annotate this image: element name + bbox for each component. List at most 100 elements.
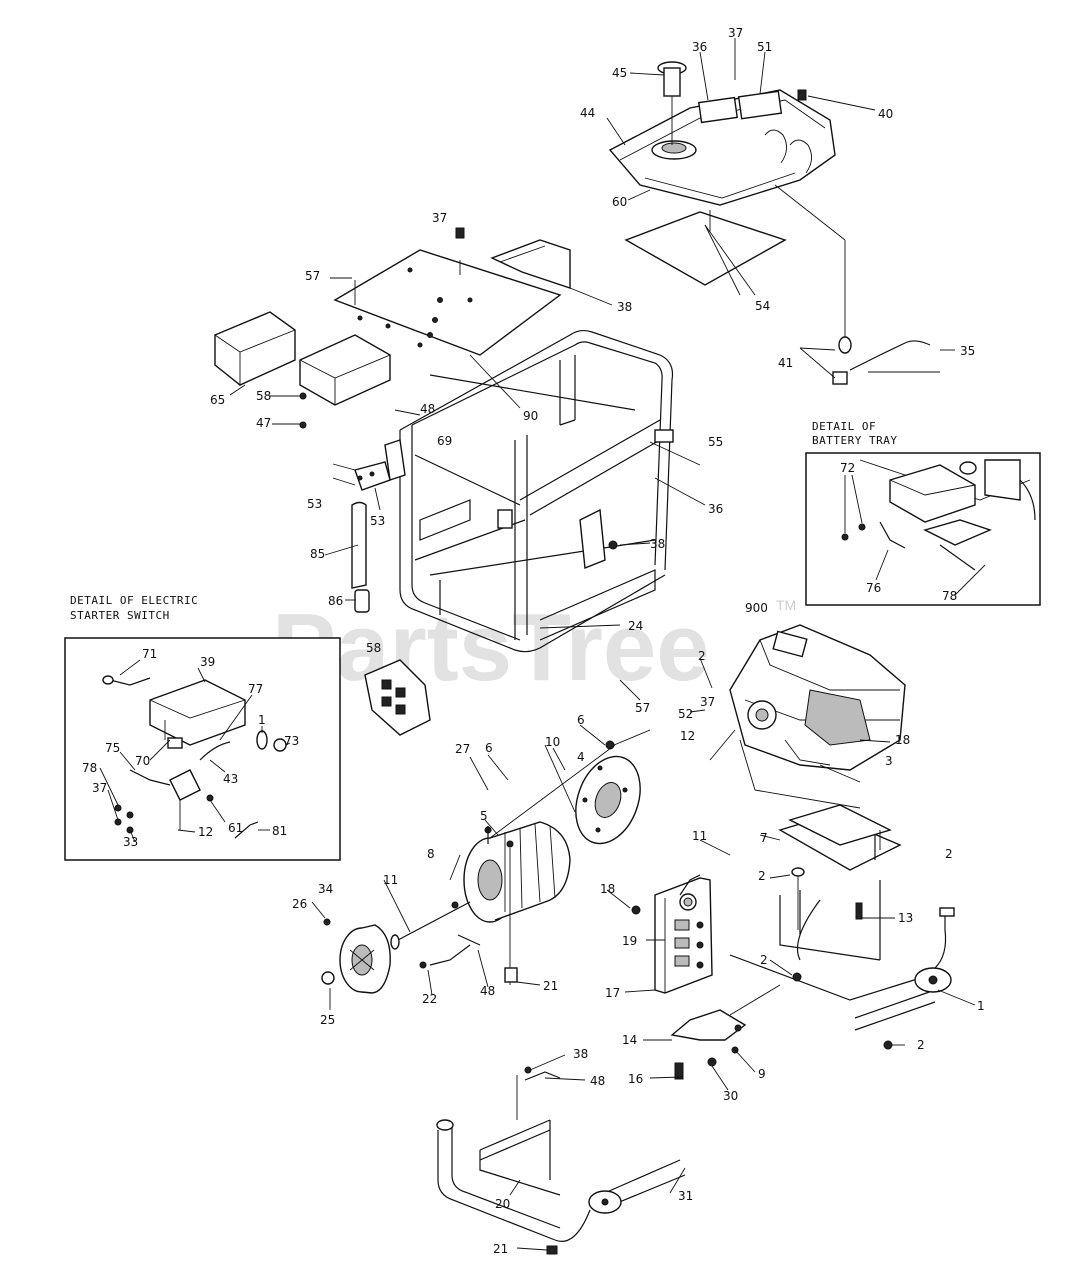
label-25[interactable]: 25 [320, 1013, 335, 1027]
main-frame[interactable] [399, 329, 674, 653]
label-51[interactable]: 51 [757, 40, 772, 54]
label-21[interactable]: 21 [543, 979, 558, 993]
support-leg-frame[interactable] [436, 1119, 686, 1242]
label-e70[interactable]: 70 [135, 754, 150, 768]
label-57-engine[interactable]: 57 [635, 701, 650, 715]
frame-bracket-left[interactable] [354, 439, 406, 491]
label-35[interactable]: 35 [960, 344, 975, 358]
label-e78[interactable]: 78 [82, 761, 97, 775]
label-14[interactable]: 14 [622, 1033, 637, 1047]
label-9[interactable]: 9 [758, 1067, 766, 1081]
label-20[interactable]: 20 [495, 1197, 510, 1211]
label-38-frame[interactable]: 38 [650, 537, 665, 551]
label-900[interactable]: 900 [745, 601, 768, 615]
label-5[interactable]: 5 [480, 809, 488, 823]
label-36[interactable]: 36 [692, 40, 707, 54]
battery-tray[interactable] [299, 334, 391, 406]
label-e33[interactable]: 33 [123, 835, 138, 849]
label-48-wire[interactable]: 48 [480, 984, 495, 998]
label-10[interactable]: 10 [545, 735, 560, 749]
label-40[interactable]: 40 [878, 107, 893, 121]
label-27[interactable]: 27 [455, 742, 470, 756]
label-18-engine[interactable]: 18 [895, 733, 910, 747]
label-90[interactable]: 90 [523, 409, 538, 423]
label-41[interactable]: 41 [778, 356, 793, 370]
label-8[interactable]: 8 [427, 847, 435, 861]
label-45[interactable]: 45 [612, 66, 627, 80]
label-53-right[interactable]: 53 [370, 514, 385, 528]
cap-25[interactable] [321, 971, 335, 985]
label-37-engine[interactable]: 37 [700, 695, 715, 709]
label-30[interactable]: 30 [723, 1089, 738, 1103]
label-e75[interactable]: 75 [105, 741, 120, 755]
label-57[interactable]: 57 [305, 269, 320, 283]
label-48[interactable]: 48 [420, 402, 435, 416]
tank-pad[interactable] [624, 211, 787, 286]
label-7[interactable]: 7 [760, 831, 768, 845]
label-21-leg[interactable]: 21 [493, 1242, 508, 1256]
label-16[interactable]: 16 [628, 1072, 643, 1086]
label-85[interactable]: 85 [310, 547, 325, 561]
screw-37[interactable] [455, 227, 465, 239]
battery-box[interactable] [214, 311, 296, 386]
label-2-axle[interactable]: 2 [945, 847, 953, 861]
label-2-base[interactable]: 2 [760, 953, 768, 967]
engine[interactable] [729, 624, 906, 771]
label-e61[interactable]: 61 [228, 821, 243, 835]
label-12[interactable]: 12 [680, 729, 695, 743]
label-b78[interactable]: 78 [942, 589, 957, 603]
label-e77[interactable]: 77 [248, 682, 263, 696]
label-e73[interactable]: 73 [284, 734, 299, 748]
fan-cover[interactable] [339, 924, 391, 994]
label-2-engine[interactable]: 2 [698, 649, 706, 663]
label-2-mount[interactable]: 2 [758, 869, 766, 883]
label-4[interactable]: 4 [577, 750, 585, 764]
label-1[interactable]: 1 [977, 999, 985, 1013]
label-17[interactable]: 17 [605, 986, 620, 1000]
label-53-left[interactable]: 53 [307, 497, 322, 511]
engine-bracket[interactable] [579, 508, 618, 569]
rear-bearing-carrier[interactable] [564, 747, 651, 852]
handle-post[interactable] [351, 501, 370, 613]
label-e37[interactable]: 37 [92, 781, 107, 795]
label-e12[interactable]: 12 [198, 825, 213, 839]
label-19[interactable]: 19 [622, 934, 637, 948]
label-11-bolt[interactable]: 11 [383, 873, 398, 887]
label-e39[interactable]: 39 [200, 655, 215, 669]
label-e81[interactable]: 81 [272, 824, 287, 838]
wheel-axle[interactable] [729, 890, 955, 1031]
label-58-outlet[interactable]: 58 [366, 641, 381, 655]
bracket-38[interactable] [490, 239, 571, 289]
stator-housing[interactable] [463, 821, 571, 923]
label-24[interactable]: 24 [628, 619, 643, 633]
label-13[interactable]: 13 [898, 911, 913, 925]
fuel-valve[interactable] [832, 336, 940, 385]
label-44[interactable]: 44 [580, 106, 595, 120]
label-69[interactable]: 69 [437, 434, 452, 448]
label-48-leg[interactable]: 48 [590, 1074, 605, 1088]
label-34[interactable]: 34 [318, 882, 333, 896]
label-2-foot[interactable]: 2 [917, 1038, 925, 1052]
label-18-box[interactable]: 18 [600, 882, 615, 896]
label-11-engine[interactable]: 11 [692, 829, 707, 843]
label-b72[interactable]: 72 [840, 461, 855, 475]
label-26[interactable]: 26 [292, 897, 307, 911]
label-e43[interactable]: 43 [223, 772, 238, 786]
fuel-cap[interactable] [657, 61, 687, 145]
control-box[interactable] [654, 877, 713, 994]
screw-40[interactable] [797, 89, 807, 101]
label-38-leg[interactable]: 38 [573, 1047, 588, 1061]
label-e1[interactable]: 1 [258, 713, 266, 727]
label-65[interactable]: 65 [210, 393, 225, 407]
bearing-6[interactable] [605, 740, 615, 750]
label-b76[interactable]: 76 [866, 581, 881, 595]
label-38-bracket[interactable]: 38 [617, 300, 632, 314]
through-bolt[interactable] [390, 901, 471, 950]
control-panel-plate[interactable] [333, 249, 562, 356]
label-47[interactable]: 47 [256, 416, 271, 430]
mount-bracket-14[interactable] [670, 1009, 747, 1041]
fuel-tank[interactable] [608, 89, 836, 206]
label-3[interactable]: 3 [885, 754, 893, 768]
label-54[interactable]: 54 [755, 299, 770, 313]
label-31[interactable]: 31 [678, 1189, 693, 1203]
